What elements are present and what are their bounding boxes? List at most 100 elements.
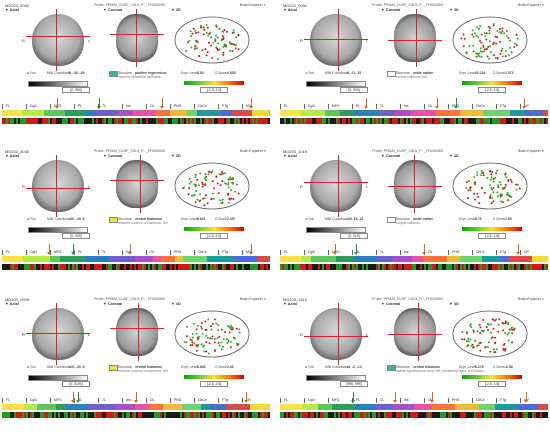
zscore-range-field[interactable]: [-2.5, 2.5] <box>200 233 228 239</box>
tab-axial[interactable]: ▼ Axial <box>5 8 19 12</box>
intensity-colorbar[interactable] <box>306 227 366 233</box>
expression-cell <box>398 118 400 124</box>
intensity-colorbar[interactable] <box>28 81 88 87</box>
unit-toggle[interactable]: ● Yoh <box>305 217 314 221</box>
zscore-colorbar[interactable] <box>462 227 522 231</box>
zscore-colorbar[interactable] <box>184 227 244 231</box>
zscore-range-field[interactable]: [-2.5, 2.5] <box>478 381 506 387</box>
brain-explorer-link[interactable]: Brain Explorer ● <box>518 3 544 7</box>
tab-3d[interactable]: ▼ 3D <box>171 8 181 12</box>
3d-brain-view[interactable] <box>450 308 530 360</box>
green-arrow-icon <box>70 244 75 255</box>
expression-cell <box>308 264 310 270</box>
tab-3d[interactable]: ▼ 3D <box>449 154 459 158</box>
unit-toggle[interactable]: ● Yoh <box>27 365 36 369</box>
3d-brain-view[interactable] <box>172 14 252 66</box>
brain-explorer-link[interactable]: Brain Explorer ● <box>240 149 266 153</box>
expression-cell <box>418 118 420 124</box>
zscore-range-field[interactable]: [-2.5, 2.5] <box>200 381 228 387</box>
expression-cell <box>406 412 408 418</box>
tab-axial[interactable]: ▼ Axial <box>283 8 297 12</box>
sample-dot <box>202 183 204 186</box>
intensity-range-field[interactable]: [0, 990] <box>62 87 90 93</box>
expression-cell <box>72 264 74 270</box>
3d-brain-view[interactable] <box>172 160 252 212</box>
info-bar: ● Yoh MNI Coordinate 8, -45, -49 Structu… <box>5 71 267 81</box>
region-block <box>377 256 393 262</box>
tab-3d[interactable]: ▼ 3D <box>171 154 181 158</box>
intensity-colorbar[interactable] <box>306 375 366 381</box>
brain-explorer-link[interactable]: Brain Explorer ● <box>240 297 266 301</box>
coronal-slice-view[interactable] <box>388 303 442 361</box>
unit-toggle[interactable]: ● Yoh <box>305 71 314 75</box>
zscore-range-field[interactable]: [-2.5, 2.5] <box>200 87 228 93</box>
axial-slice-view[interactable] <box>304 155 368 217</box>
coronal-slice-view[interactable] <box>388 9 442 67</box>
expression-cell <box>400 118 402 124</box>
coronal-slice-view[interactable] <box>110 155 164 213</box>
intensity-range-field[interactable]: [0, 900] <box>62 233 90 239</box>
intensity-range-field[interactable]: [0, 900] <box>340 87 368 93</box>
zscore-range-field[interactable]: [-2.5, 2.5] <box>478 233 506 239</box>
brain-explorer-link[interactable]: Brain Explorer ● <box>240 3 266 7</box>
unit-toggle[interactable]: ● Yoh <box>27 217 36 221</box>
unit-toggle[interactable]: ● Yoh <box>27 71 36 75</box>
zscore-colorbar[interactable] <box>184 81 244 85</box>
sample-dot <box>207 41 210 44</box>
tab-3d[interactable]: ▼ 3D <box>449 8 459 12</box>
tab-axial[interactable]: ▼ Axial <box>5 154 19 158</box>
intensity-colorbar[interactable] <box>306 81 366 87</box>
expression-cell <box>438 264 440 270</box>
tab-3d[interactable]: ▼ 3D <box>171 302 181 306</box>
expression-cell <box>442 118 444 124</box>
sample-dot <box>215 176 218 178</box>
zscore-colorbar[interactable] <box>184 375 244 379</box>
tab-coronal[interactable]: ▼ Coronal <box>381 302 401 306</box>
intensity-range-field[interactable]: [0, 119] <box>340 233 368 239</box>
intensity-colorbar[interactable] <box>28 227 88 233</box>
sample-dot <box>188 178 191 180</box>
region-label: PL <box>78 398 83 402</box>
axial-slice-view[interactable] <box>26 155 90 217</box>
tab-coronal[interactable]: ▼ Coronal <box>381 8 401 12</box>
axial-slice-view[interactable] <box>304 9 368 71</box>
region-block <box>509 256 532 262</box>
tab-3d[interactable]: ▼ 3D <box>449 302 459 306</box>
coronal-slice-view[interactable] <box>110 9 164 67</box>
tab-coronal[interactable]: ▼ Coronal <box>103 8 123 12</box>
expression-cell <box>114 412 116 418</box>
zscore-colorbar[interactable] <box>462 81 522 85</box>
tab-axial[interactable]: ▼ Axial <box>283 154 297 158</box>
intensity-range-field[interactable]: [990, 999] <box>340 381 368 387</box>
intensity-colorbar[interactable] <box>28 375 88 381</box>
sample-dot <box>191 339 193 342</box>
tab-coronal[interactable]: ▼ Coronal <box>103 302 123 306</box>
3d-brain-view[interactable] <box>450 160 530 212</box>
intensity-range-field[interactable]: [0, 2190] <box>62 381 90 387</box>
tab-coronal[interactable]: ▼ Coronal <box>103 154 123 158</box>
coronal-slice-view[interactable] <box>110 303 164 361</box>
brain-explorer-link[interactable]: Brain Explorer ● <box>518 149 544 153</box>
sample-dot <box>211 170 214 173</box>
expression-cell <box>82 118 84 124</box>
axial-slice-view[interactable] <box>304 303 368 365</box>
tab-coronal[interactable]: ▼ Coronal <box>381 154 401 158</box>
sample-dot <box>211 322 214 325</box>
expression-cell <box>346 118 348 124</box>
tab-axial[interactable]: ▼ Axial <box>283 302 297 306</box>
brain-explorer-link[interactable]: Brain Explorer ● <box>518 297 544 301</box>
axial-slice-view[interactable] <box>26 9 90 71</box>
expression-cell <box>120 118 122 124</box>
expression-cell <box>290 118 292 124</box>
region-block <box>414 404 431 410</box>
axial-slice-view[interactable] <box>26 303 90 365</box>
3d-brain-view[interactable] <box>172 308 252 360</box>
3d-brain-view[interactable] <box>450 14 530 66</box>
region-label: FTg <box>500 398 507 402</box>
coronal-slice-view[interactable] <box>388 155 442 213</box>
zscore-colorbar[interactable] <box>462 375 522 379</box>
region-tick <box>496 398 497 403</box>
unit-toggle[interactable]: ● Yoh <box>305 365 314 369</box>
tab-axial[interactable]: ▼ Axial <box>5 302 19 306</box>
zscore-range-field[interactable]: [-2.5, 2.5] <box>478 87 506 93</box>
